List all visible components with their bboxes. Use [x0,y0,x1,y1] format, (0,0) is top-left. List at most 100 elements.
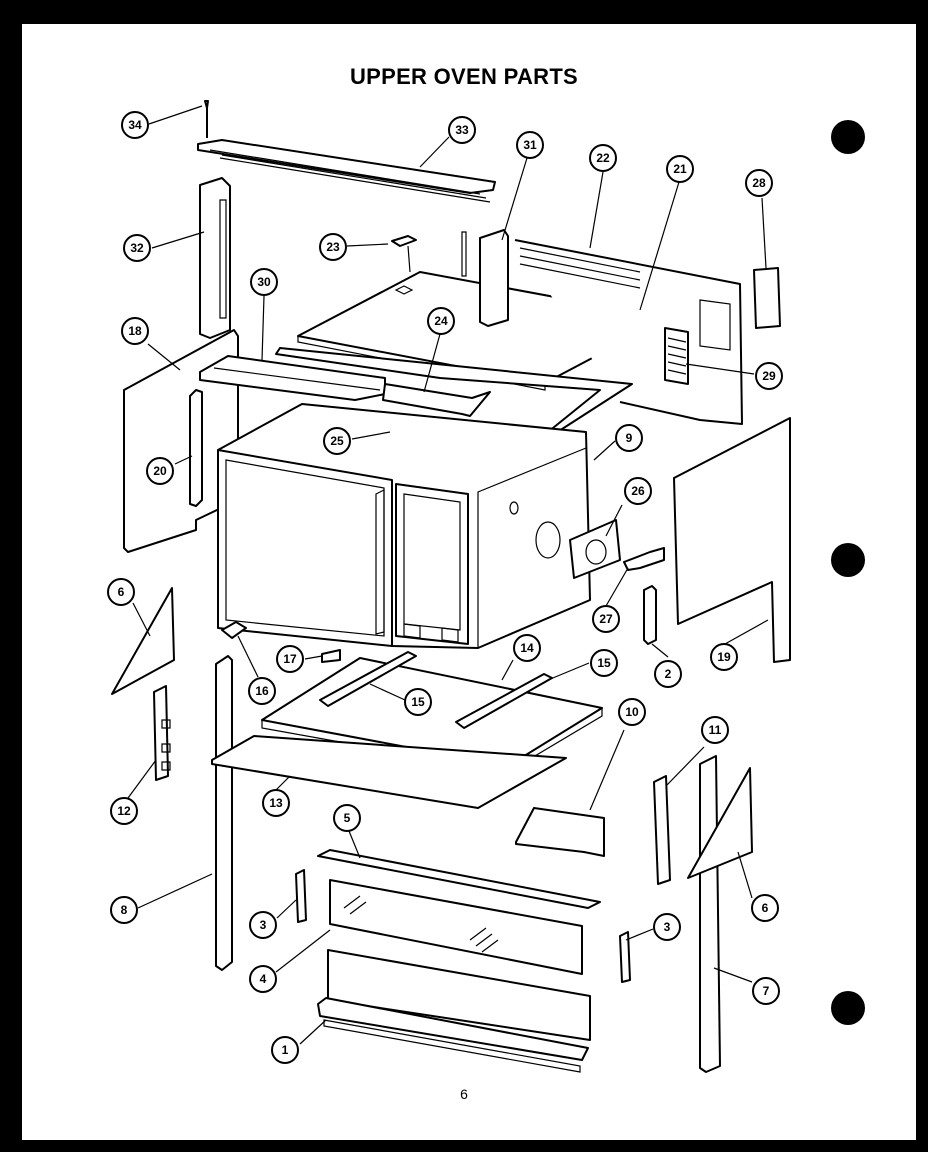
part-trim-strip-right [619,931,631,983]
svg-text:31: 31 [523,138,537,152]
part-bottom-panel [211,735,567,809]
part-vertical-bracket [153,685,171,781]
svg-text:15: 15 [597,656,611,670]
svg-text:34: 34 [128,118,142,132]
part-grille [664,327,689,385]
svg-text:5: 5 [344,811,351,825]
callout-30: 30 [250,268,278,296]
svg-text:23: 23 [326,240,340,254]
svg-text:17: 17 [283,652,297,666]
svg-text:29: 29 [762,369,776,383]
callout-13: 13 [262,789,290,817]
svg-text:1: 1 [282,1043,289,1057]
part-bracket [461,229,509,327]
binder-hole-middle [831,543,865,577]
svg-text:3: 3 [260,918,267,932]
part-angle-bracket [623,547,665,571]
part-small-hinge [321,649,341,663]
part-right-front-strip [653,775,671,885]
part-top-rail [197,139,496,203]
part-glass-panel [329,879,583,975]
callout-1: 1 [271,1036,299,1064]
callout-15-left: 15 [404,688,432,716]
svg-text:6: 6 [118,585,125,599]
callout-4: 4 [249,965,277,993]
part-runner-left [319,651,417,707]
part-vent-duct [515,807,605,857]
svg-text:11: 11 [709,723,722,737]
callout-8: 8 [110,896,138,924]
part-long-left-strip [215,655,233,971]
part-front-bar [317,849,601,909]
callout-27: 27 [592,605,620,633]
part-side-strip [199,177,231,339]
callout-11: 11 [701,716,729,744]
callout-2: 2 [654,660,682,688]
part-left-triangle-panel [111,587,175,695]
callout-21: 21 [666,155,694,183]
svg-text:21: 21 [673,162,687,176]
svg-text:30: 30 [257,275,271,289]
svg-text:25: 25 [330,434,344,448]
callout-33: 33 [448,116,476,144]
part-right-side-panel [673,417,791,663]
svg-text:26: 26 [631,484,645,498]
callout-20: 20 [146,457,174,485]
svg-text:2: 2 [665,667,672,681]
svg-text:6: 6 [762,901,769,915]
svg-text:10: 10 [625,705,639,719]
part-trim-strip-left [295,869,307,923]
callout-17: 17 [276,645,304,673]
part-fan-housing [569,519,621,579]
part-top-shelf [275,347,633,441]
callout-23: 23 [319,233,347,261]
callout-15-right: 15 [590,649,618,677]
callout-32: 32 [123,234,151,262]
part-left-side-panel [123,329,239,553]
svg-text:14: 14 [520,641,534,655]
part-center-bar [382,383,491,417]
callout-7: 7 [752,977,780,1005]
svg-text:16: 16 [255,684,269,698]
part-cavity-side [477,447,587,648]
callout-10: 10 [618,698,646,726]
svg-text:18: 18 [128,324,142,338]
svg-text:15: 15 [411,695,425,709]
part-lower-front-panel [317,949,591,1073]
callout-12: 12 [110,797,138,825]
callout-6-left: 6 [107,578,135,606]
svg-text:32: 32 [130,241,144,255]
svg-text:27: 27 [599,612,613,626]
callout-26: 26 [624,477,652,505]
part-right-triangle-panel [687,767,753,879]
svg-text:20: 20 [153,464,167,478]
diagram-title: UPPER OVEN PARTS [349,64,579,89]
part-hinge-clip [221,621,247,639]
callout-leader-lines [127,105,769,1045]
page-number: 6 [460,1086,468,1102]
callout-28: 28 [745,169,773,197]
svg-text:33: 33 [455,123,469,137]
svg-text:9: 9 [626,431,633,445]
part-oven-cavity [217,403,591,649]
binder-hole-bottom [831,991,865,1025]
callout-9: 9 [615,424,643,452]
svg-text:8: 8 [121,903,128,917]
callout-3-left: 3 [249,911,277,939]
svg-text:3: 3 [664,920,671,934]
svg-text:13: 13 [269,796,283,810]
svg-text:12: 12 [117,804,131,818]
callout-31: 31 [516,131,544,159]
callout-16: 16 [248,677,276,705]
svg-text:24: 24 [434,314,448,328]
part-long-right-strip [699,755,721,1073]
callout-14: 14 [513,634,541,662]
svg-text:7: 7 [763,984,770,998]
callout-34: 34 [121,111,149,139]
binder-hole-top [831,120,865,154]
callout-29: 29 [755,362,783,390]
svg-text:4: 4 [260,972,267,986]
part-clip [391,235,417,247]
svg-text:28: 28 [752,176,766,190]
